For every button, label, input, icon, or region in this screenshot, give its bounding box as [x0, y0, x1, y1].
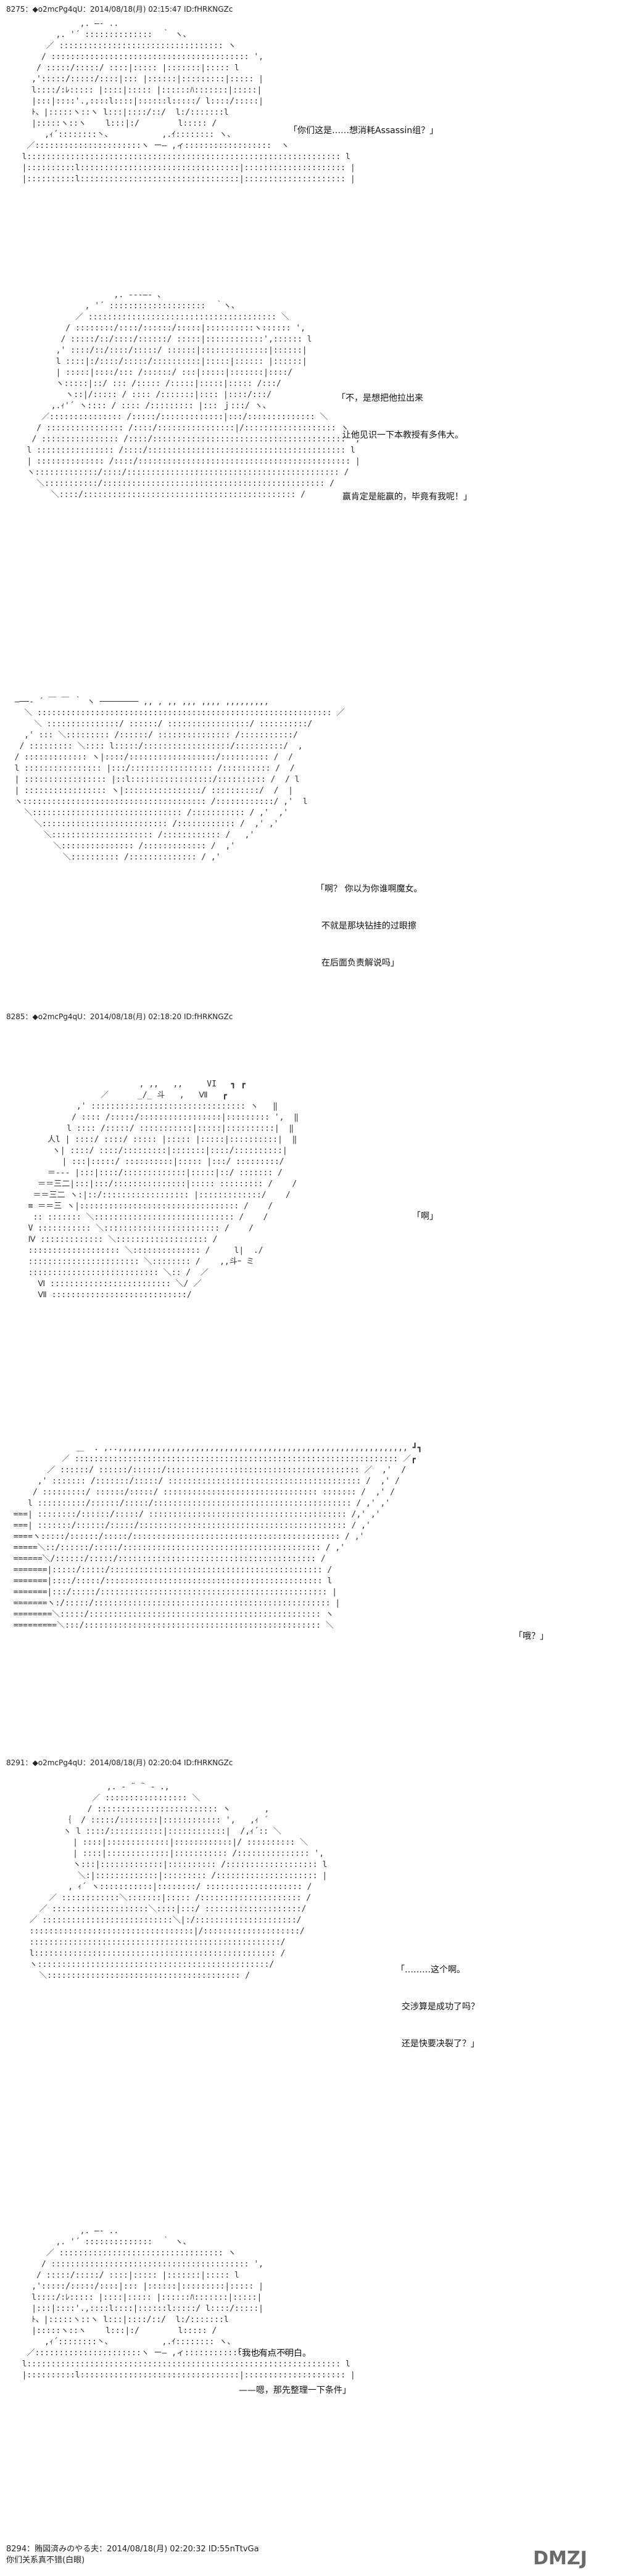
ascii-art-character-4: , ,, ,, VI ┓ ┏ ／ _/_ 斗 , Ⅶ ┏ ,' ::::::::…	[28, 1080, 299, 1300]
post-header: 8291：◆o2mcPg4qU：2014/08/18(月) 02:20:04 I…	[6, 1758, 233, 1767]
post-header: 8275：◆o2mcPg4qU：2014/08/18(月) 02:15:47 I…	[6, 5, 233, 14]
speech-bubble: 「哦？」	[514, 1631, 549, 1641]
svg-text:DMZJ: DMZJ	[533, 2548, 587, 2569]
ascii-art-character-1: ,. ―- .. ,. '´ :::::::::::::: ｀ ヽ、 ／ :::…	[22, 19, 355, 184]
post-header: 8285：◆o2mcPg4qU：2014/08/18(月) 02:18:20 I…	[6, 1012, 233, 1021]
ascii-art-character-6: ,. ‐ ¨ ¨ ‐ ., ／ ::::::::::::::::: ＼ / ::…	[29, 1782, 328, 1980]
speech-bubble: 「啊？ 你以为你谁啊魔女。 不就是那块钻挂的过眼擦 在后面负责解说吗」	[316, 884, 423, 968]
reply-body: 你们关系真不错(白眼)	[6, 2556, 85, 2565]
ascii-art-character-5: ＿ . ,..,,,,,,,,,,,,,,,,,,,,,,,,,,,,,,,,,…	[13, 1443, 423, 1630]
ascii-art-character-7: ,. ―- .. ,. '´ :::::::::::::: ｀ ヽ、 ／ :::…	[22, 2226, 355, 2380]
speech-bubble: 「我也有点不明白。 ——嗯，那先整理一下条件」	[233, 2348, 351, 2395]
reply-header: 8294：賄図済みのやる夫：2014/08/18(月) 02:20:32 ID:…	[6, 2545, 259, 2554]
ascii-art-character-2: ,. ---―- 、 , '´ :::::::::::::::::::: ｀ヽ、…	[27, 290, 360, 499]
reply-post: 8294：賄図済みのやる夫：2014/08/18(月) 02:20:32 ID:…	[6, 2544, 259, 2566]
dmzj-logo: DMZJ	[531, 2545, 603, 2570]
speech-bubble: 「啊」	[412, 1212, 438, 1221]
speech-bubble: 「不，是想把他拉出来 让他见识一下本教授有多伟大。 赢肯定是能赢的，毕竟有我呢！…	[337, 393, 472, 502]
ascii-art-character-3: ―──‐ ´ ￣ ￣ ｀ ヽ ──────── ,, , ,, ,,, ,,,,…	[14, 697, 345, 862]
speech-bubble: 「你们这是……想消耗Assassin组？」	[289, 126, 439, 136]
speech-bubble: 「………这个啊。 交涉算是成功了吗？ 还是快要决裂了？」	[396, 1965, 479, 2049]
